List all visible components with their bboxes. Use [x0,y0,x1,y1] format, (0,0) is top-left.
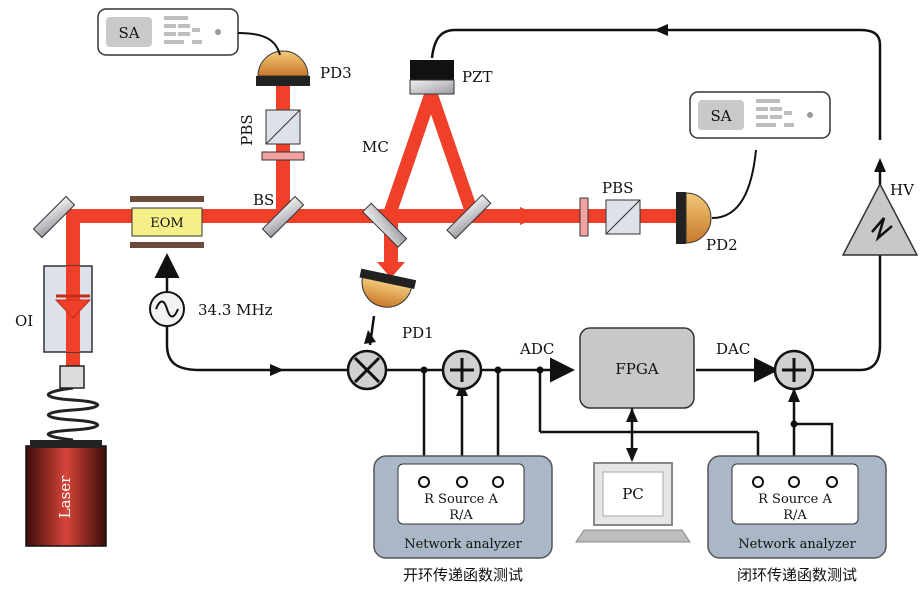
pd1 [359,268,417,308]
fpga-label: FPGA [615,360,658,378]
network-analyzer-1: R Source A R/A Network analyzer [373,455,553,559]
rf-oscillator: 34.3 MHz [149,291,273,327]
closed-loop-caption: 闭环传递函数测试 [737,566,857,584]
pc: PC [575,462,691,543]
eom: EOM [130,196,204,248]
spectrum-analyzer-1: SA [97,8,239,56]
dac-label: DAC [716,340,750,358]
adc-label: ADC [519,340,554,358]
beam-arrow-up [276,176,290,190]
hv-amplifier: HV [841,181,919,256]
mixer [346,349,388,391]
beam-splitter [261,195,305,239]
mc-output-mirror [446,194,492,240]
beam-arrow-right [520,207,540,225]
pd1-label: PD1 [402,324,434,342]
mc-input-mirror [362,202,408,248]
mc-label: MC [362,138,389,156]
pd3-beam [276,80,290,210]
pd1-beam-arrow [377,262,405,278]
laser-beams [66,80,684,369]
open-loop-caption: 开环传递函数测试 [403,566,523,584]
na2-ports-label: R Source A [758,492,832,507]
frequency-label: 34.3 MHz [198,301,273,319]
eom-label: EOM [150,216,183,231]
bs-label: BS [253,191,274,209]
optical-isolator: OI [15,265,93,353]
turning-mirror [32,195,76,239]
waveplate-right [579,197,589,237]
na2-title: Network analyzer [738,537,856,552]
fiber-coil [47,365,99,442]
adder-2 [773,349,815,391]
pd2: PD2 [676,192,738,254]
oi-label: OI [15,312,33,330]
pd2-label: PD2 [706,236,738,254]
sa2-label: SA [710,107,731,125]
na1-title: Network analyzer [404,537,522,552]
pbs-right-label: PBS [602,179,633,197]
cavity-beam-left [384,94,438,210]
pc-label: PC [622,485,644,503]
adder-1 [441,349,483,391]
pzt-mirror: PZT [409,60,493,95]
pbs-vertical-label: PBS [238,114,256,145]
pd3-label: PD3 [320,64,352,82]
pbs-pd3-path: PBS [238,109,305,161]
sa1-label: SA [118,24,139,42]
na1-ratio-label: R/A [449,508,473,523]
na1-ports-label: R Source A [424,492,498,507]
pd3: PD3 [256,50,352,86]
fpga: FPGA [579,327,695,409]
na2-ratio-label: R/A [783,508,807,523]
laser-label: Laser [56,475,74,518]
pzt-label: PZT [462,68,493,86]
hv-label: HV [890,181,915,199]
laser: Laser [25,440,107,547]
pbs-right: PBS [602,179,641,235]
signal-wires [165,28,882,472]
cavity-beam-right [424,94,478,210]
spectrum-analyzer-2: SA [689,91,831,139]
network-analyzer-2: R Source A R/A Network analyzer [707,455,887,559]
